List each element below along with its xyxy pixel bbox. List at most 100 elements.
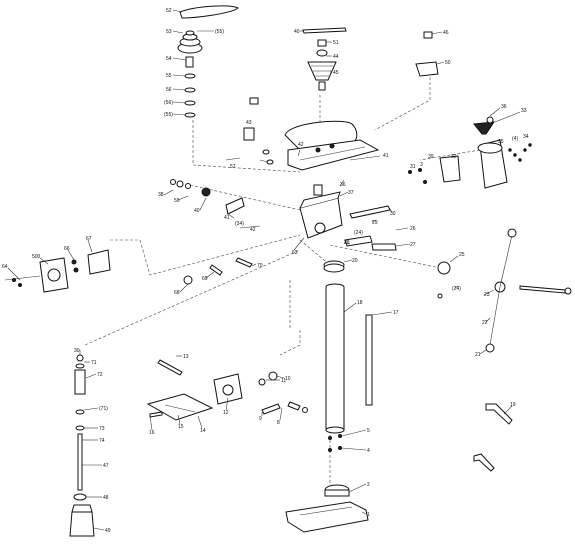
switch-box (408, 155, 461, 184)
label-10: 10 (285, 376, 291, 382)
label-49: 49 (105, 528, 111, 534)
label-70: 70 (257, 263, 263, 269)
label-45: 45 (333, 70, 339, 76)
label-8: 8 (277, 420, 280, 426)
label-27: 27 (410, 242, 416, 248)
label-63: 63 (292, 250, 298, 256)
base (285, 484, 369, 533)
label-39: 39 (428, 154, 434, 160)
label-36: 36 (501, 104, 507, 110)
base-bolts (328, 434, 342, 452)
pulley-cover (284, 120, 380, 171)
lock-handle-parts (183, 257, 253, 285)
label-67: 67 (86, 236, 92, 242)
label-71: (71) (99, 406, 108, 412)
label-50: 50 (445, 60, 451, 66)
label-31: 31 (410, 164, 416, 170)
label-73: 73 (99, 426, 105, 432)
spindle-pulley (177, 30, 203, 54)
label-12: 12 (223, 410, 229, 416)
label-36: 36 (340, 182, 346, 188)
label-34: (34) (235, 221, 244, 227)
label-4: 4 (367, 448, 370, 454)
assembly-lines (84, 72, 481, 490)
hex-key-large (485, 403, 513, 425)
label-72: 72 (97, 372, 103, 378)
label-15: 15 (178, 424, 184, 430)
label-2: 2 (367, 482, 370, 488)
label-20: 20 (352, 258, 358, 264)
label-3: 3 (420, 162, 423, 168)
spindle-assembly (73, 354, 87, 501)
label-500: 500 (32, 254, 41, 260)
label-30: 30 (74, 348, 80, 354)
label-13: 13 (183, 354, 189, 360)
label-44: 44 (333, 54, 339, 60)
label-24: (24) (452, 286, 461, 292)
label-47: 47 (103, 463, 109, 469)
belt (179, 5, 239, 19)
hex-key-small (473, 453, 495, 472)
label-48: 48 (103, 495, 109, 501)
label-16: 16 (149, 430, 155, 436)
label-23: 23 (484, 292, 490, 298)
label-56: 56 (166, 87, 172, 93)
label-69: 69 (202, 276, 208, 282)
label-43: 43 (246, 120, 252, 126)
label-64: 64 (2, 264, 8, 270)
label-37: 37 (348, 190, 354, 196)
label-28: 28 (344, 240, 350, 246)
column-collar (323, 260, 345, 273)
part-labels: 52 53 (55) 54 55 56 (56) (55) 40 51 44 4… (2, 8, 529, 534)
work-light (4, 249, 111, 293)
label-51: 51 (333, 40, 339, 46)
label-11: 11 (281, 378, 286, 384)
label-18: 18 (357, 300, 363, 306)
label-38: 38 (158, 192, 164, 198)
label-29: 29 (372, 220, 378, 226)
motor (473, 116, 532, 189)
label-53: 53 (166, 29, 172, 35)
label-59: 59 (174, 198, 180, 204)
label-55: (55) (164, 112, 173, 118)
head-casting (299, 184, 343, 239)
label-40: 40 (194, 208, 200, 214)
leader-lines (7, 9, 521, 531)
label-42: 42 (298, 142, 304, 148)
label-24: (24) (354, 230, 363, 236)
table-bracket (157, 359, 243, 405)
label-74: 74 (99, 438, 105, 444)
column (325, 283, 345, 434)
label-55: (55) (215, 29, 224, 35)
label-33: 33 (521, 108, 527, 114)
label-40: 40 (294, 29, 300, 35)
tension-lever (415, 31, 439, 77)
label-5: 5 (367, 428, 370, 434)
label-22: 22 (482, 320, 488, 326)
label-4: (4) (512, 136, 518, 142)
feed-handles (437, 228, 572, 353)
label-1: 1 (367, 512, 370, 518)
label-26: 26 (410, 226, 416, 232)
label-56: (56) (164, 100, 173, 106)
work-table (146, 393, 214, 421)
label-68: 68 (174, 290, 180, 296)
label-21: 21 (475, 352, 481, 358)
label-71: 71 (91, 360, 97, 366)
cover-knob-parts (243, 97, 274, 165)
label-55: 55 (166, 73, 172, 79)
label-46: 46 (443, 30, 449, 36)
label-25: 25 (459, 252, 465, 258)
label-9: 9 (259, 416, 262, 422)
label-17: 17 (393, 310, 399, 316)
rack (365, 314, 373, 406)
label-34: 34 (523, 134, 529, 140)
label-19: 19 (510, 402, 516, 408)
motor-pulley (307, 39, 337, 91)
label-54: 54 (166, 56, 172, 62)
pulley-insert-parts (184, 56, 196, 118)
label-32: 32 (451, 154, 457, 160)
drill-chuck (69, 504, 95, 537)
label-52: 52 (166, 8, 172, 14)
